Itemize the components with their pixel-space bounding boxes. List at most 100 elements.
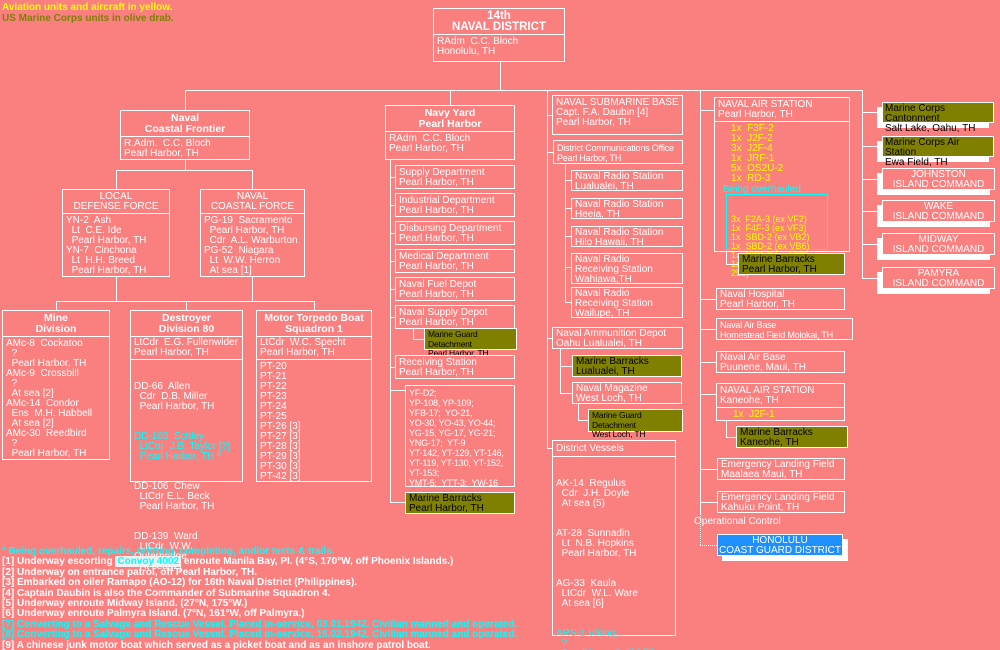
box-nas-kaneohe: NAVAL AIR STATION Kaneohe, TH 1x J2F-1 [716,383,845,421]
box-naval-fuel-depot: Naval Fuel Depot Pearl Harbor, TH [395,277,515,301]
box-elf-kahuku: Emergency Landing Field Kahuku Point, TH [717,491,845,513]
connector-line [314,301,315,310]
box-wake-island-command: WAKE ISLAND COMMAND [882,200,995,222]
connector-line [565,180,571,181]
box-naval-submarine-base: NAVAL SUBMARINE BASE Capt. F.A. Daubin [… [552,95,683,135]
footnote-text: Underway escorting [17,556,116,568]
connector-line [726,264,738,265]
box-text: Medical Department Pearl Harbor, TH [399,251,489,272]
box-honolulu-coast-guard-district: HONOLULU COAST GUARD DISTRICT [717,534,843,556]
aircraft-list: 1x J2F-1 [733,409,775,420]
box-title: 14th NAVAL DISTRICT [434,9,564,35]
connector-line [547,115,552,116]
box-marine-barracks-pearl-harbor: Marine Barracks Pearl Harbor, TH [405,492,515,514]
box-receiving-station: Receiving Station Pearl Harbor, TH [395,355,515,379]
connector-line [700,469,717,470]
vessel-entry: ARS-1 Viking ? San Diego, Calif ª [7] [556,628,654,650]
connector-line [726,421,727,437]
box-aircraft-being-overhauled: 3x F2A-3 (ex VF2) 1x F4F-3 (ex VF3) 1x S… [726,194,828,278]
connector-line [700,90,701,513]
box-local-defense-force: LOCAL DEFENSE FORCE YN-2 Ash Lt C.E. Ide… [62,189,170,277]
box-text: Naval Radio Station Hilo Hawaii, TH [575,227,664,248]
overhaul-label: Being overhauled [723,184,801,195]
connector-line [450,90,451,105]
vessel-entry: AG-33 Kaula LtCdr W.L. Ware At sea [6] [556,578,638,609]
box-title: Navy Yard Pearl Harbor [386,106,514,132]
box-marine-corps-cantonment: Marine Corps Cantonment Salt Lake, Oahu,… [882,102,994,134]
box-pamyra-island-command: PAMYRA ISLAND COMMAND [882,267,995,289]
box-supply-department: Supply Department Pearl Harbor, TH [395,165,515,189]
footnote-num: [1] [2,556,17,568]
box-officer: LtCdr W.C. Specht Pearl Harbor, TH [257,337,371,360]
box-disbursing-department: Disbursing Department Pearl Harbor, TH [395,221,515,245]
box-text: Naval Radio Station Lualualei, TH [575,171,664,192]
box-text: District Communications Office Pearl Har… [557,143,674,163]
box-naval-ammunition-depot: Naval Ammunition Depot Oahu Lualualei, T… [552,327,683,349]
footnote-6: [6] Underway enroute Palmyra Island. (7°… [2,608,305,620]
connector-line [700,110,714,111]
connector-line [116,277,117,301]
connector-line [390,502,405,503]
connector-line [700,545,717,546]
box-text: Naval Ammunition Depot Oahu Lualualei, T… [556,328,667,349]
box-14th-naval-district: 14th NAVAL DISTRICT RAdm C.C. Bloch Hono… [433,8,565,62]
box-naval-coastal-force: NAVAL COASTAL FORCE PG-19 Sacramento Pea… [200,189,305,277]
box-nab-homestead-molokai: Naval Air Base Homestead Field Molokai, … [716,318,853,340]
connector-line [700,329,716,330]
box-nab-puunene-maui: Naval Air Base Puunene, Maui, TH [716,351,845,373]
box-district-vessels: District Vessels AK-14 Regulus Cdr J.H. … [552,440,676,650]
connector-line [390,317,395,318]
box-text: Marine Barracks Kaneohe, TH [740,427,813,448]
box-officer: LtCdr E.G. Fullenwider Pearl Harbor, TH [131,337,242,360]
box-officer: RAdm C.C. Bloch Pearl Harbor, TH [389,133,471,154]
footnote-text: enroute Manila Bay, PI. (4°S, 170°W, off… [181,556,454,568]
box-marine-barracks-lualualei: Marine Barracks Lualualei, TH [572,355,682,377]
box-units: PG-19 Sacramento Pearl Harbor, TH Cdr A.… [204,215,298,276]
connector-line [185,90,863,91]
connector-line [116,170,117,189]
box-text: Receiving Station Pearl Harbor, TH [399,357,477,378]
box-title: Destroyer Division 80 [131,311,242,337]
connector-line [547,338,552,339]
connector-line [56,301,57,310]
connector-line [186,301,187,310]
connector-line [413,339,424,340]
connector-line [547,90,548,448]
legend-aviation: Aviation units and aircraft in yellow. [2,2,173,13]
box-text: Marine Guard Detachment Pearl Harbor, TH [428,329,489,358]
box-midway-island-command: MIDWAY ISLAND COMMAND [882,233,995,255]
connector-line [700,394,716,395]
connector-line [565,164,566,302]
ship-entry: DD-103 Schley LtCdr J.B. Taylor [?] Pear… [134,431,230,462]
box-mine-division: Mine Division AMc-8 Cockatoo ? Pearl Har… [2,310,110,460]
box-radio-station-lualualei: Naval Radio Station Lualualei, TH [571,170,683,192]
connector-line [116,170,253,171]
connector-line [565,236,571,237]
box-title: Motor Torpedo Boat Squadron 1 [257,311,371,337]
connector-line [862,211,882,212]
connector-line [565,302,571,303]
footnote-3: [3] Embarked on oiler Ramapo (AO-12) for… [2,577,358,589]
box-naval-coastal-frontier: Naval Coastal Frontier R.Adm. C.C. Bloch… [120,110,250,160]
aircraft-list: 1x F3F-2 1x J2F-2 3x J2F-4 1x JRF-1 5x O… [731,123,784,184]
box-text: Naval Radio Receiving Station Wahiawa,TH [575,254,653,285]
box-naval-hospital: Naval Hospital Pearl Harbor, TH [716,288,845,310]
box-text: Marine Barracks Pearl Harbor, TH [742,254,817,275]
box-title: Naval Coastal Frontier [121,111,249,137]
legend: Aviation units and aircraft in yellow. U… [2,2,174,24]
connector-line [390,205,395,206]
box-marine-guard-detachment-west-loch: Marine Guard Detachment West Loch, TH [588,409,683,439]
connector-line [252,170,253,189]
convoy-highlight: Convoy 4002 [115,556,182,568]
connector-line [862,278,882,279]
connector-line [547,448,552,449]
box-radio-receiving-station-wailupe: Naval Radio Receiving Station Wailupe, T… [571,287,683,319]
box-marine-barracks-kaneohe: Marine Barracks Kaneohe, TH [736,426,848,448]
box-text: Industrial Department Pearl Harbor, TH [399,195,495,216]
connector-line [413,329,414,339]
connector-line [578,420,588,421]
ship-entry: DD-66 Allen Cdr D.B. Miller Pearl Harbor… [134,381,215,412]
box-text: Supply Department Pearl Harbor, TH [399,167,485,188]
box-text: Naval Hospital Pearl Harbor, TH [720,289,795,310]
connector-line [390,233,395,234]
